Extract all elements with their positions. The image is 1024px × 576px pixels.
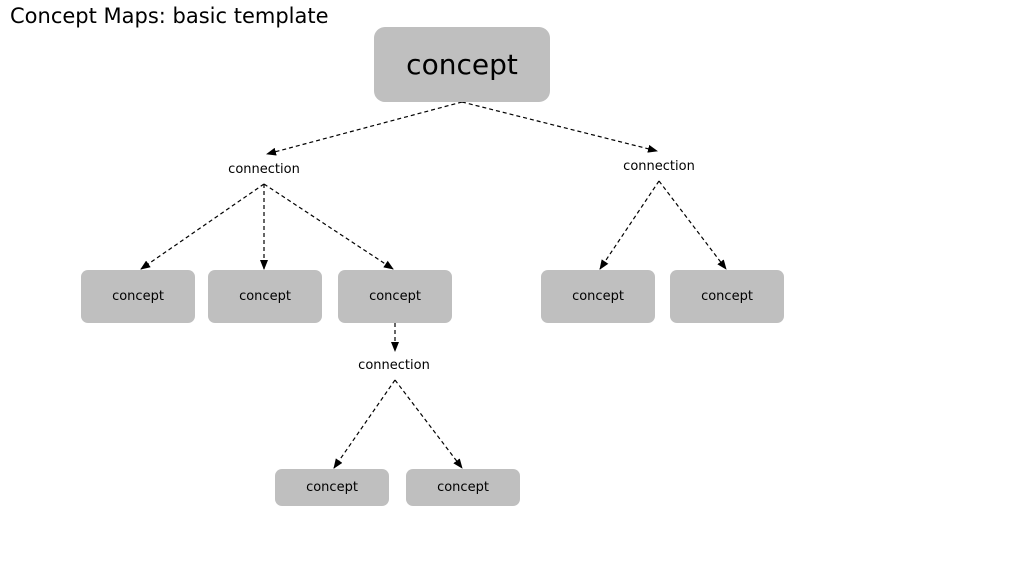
- arrow-right-connection-to-concept-2: [658, 180, 727, 270]
- concept-label-right-2: concept: [701, 289, 753, 304]
- arrow-root-to-right-connection: [461, 101, 658, 153]
- concept-box-lower-2[interactable]: concept: [406, 469, 520, 506]
- concept-box-left-3[interactable]: concept: [338, 270, 452, 323]
- concept-box-lower-1[interactable]: concept: [275, 469, 389, 506]
- connection-label-right: connection: [623, 159, 695, 174]
- concept-box-left-2[interactable]: concept: [208, 270, 322, 323]
- connection-label-left: connection: [228, 162, 300, 177]
- page-title: Concept Maps: basic template: [10, 4, 329, 28]
- concept-label-lower-1: concept: [306, 480, 358, 495]
- arrow-lower-connection-to-concept-1: [333, 379, 396, 469]
- concept-box-left-1[interactable]: concept: [81, 270, 195, 323]
- arrow-left-connection-to-concept-1: [140, 183, 265, 270]
- concept-box-right-1[interactable]: concept: [541, 270, 655, 323]
- concept-label-left-3: concept: [369, 289, 421, 304]
- concept-label-left-2: concept: [239, 289, 291, 304]
- root-concept-box[interactable]: concept: [374, 27, 550, 102]
- concept-label-lower-2: concept: [437, 480, 489, 495]
- concept-box-right-2[interactable]: concept: [670, 270, 784, 323]
- arrow-root-to-left-connection: [266, 101, 463, 156]
- arrow-lower-connection-to-concept-2: [394, 379, 463, 469]
- concept-label-right-1: concept: [572, 289, 624, 304]
- root-concept-label: concept: [406, 48, 518, 81]
- connection-label-lower: connection: [358, 358, 430, 373]
- arrow-right-connection-to-concept-1: [599, 180, 660, 270]
- arrow-left-connection-to-concept-3: [263, 183, 394, 270]
- concept-label-left-1: concept: [112, 289, 164, 304]
